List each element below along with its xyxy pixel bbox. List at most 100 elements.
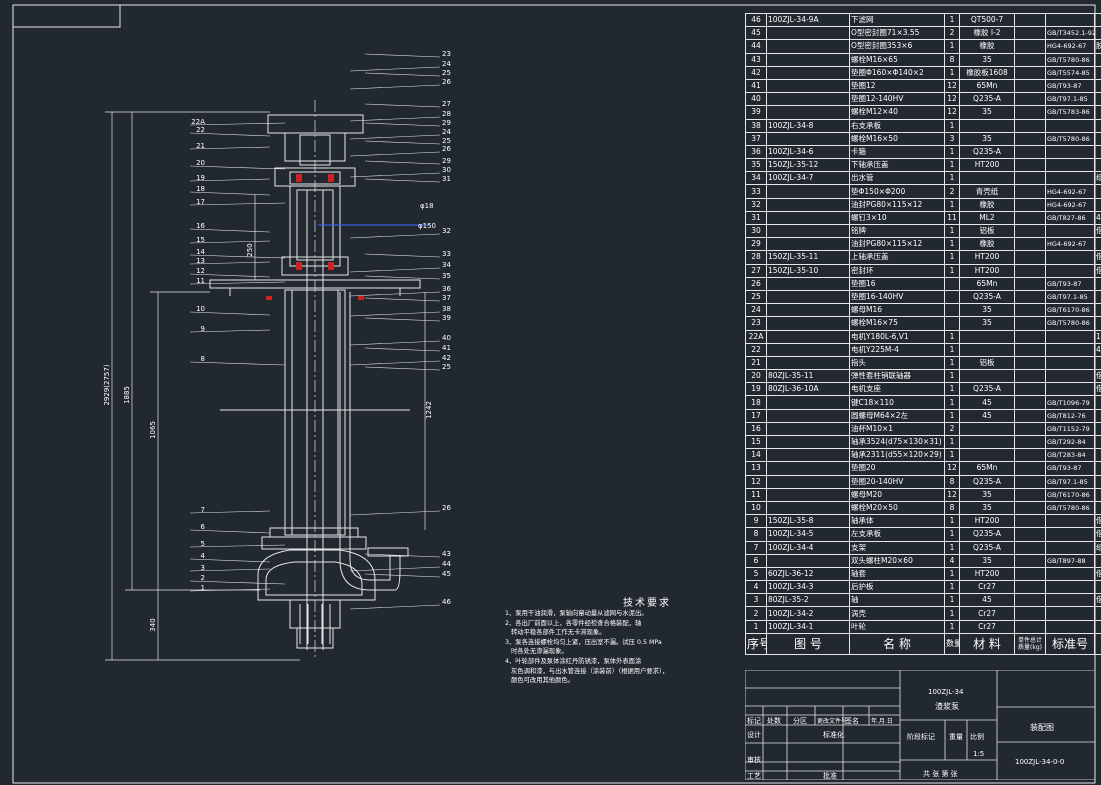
bom-cell-qty: 1 bbox=[944, 171, 960, 186]
note-line: 转动平稳各部件工作无卡滞现象。 bbox=[505, 629, 606, 637]
bom-cell-wt bbox=[1014, 580, 1046, 595]
balloon-label: 4 bbox=[201, 552, 206, 560]
dim-1065: 1065 bbox=[149, 421, 157, 439]
bom-cell-mat: 45 bbox=[959, 593, 1015, 608]
bom-cell-std: GB/T292-84 bbox=[1045, 434, 1095, 450]
bom-cell-rem: 借用 bbox=[1094, 566, 1101, 582]
leader-line bbox=[349, 510, 441, 516]
bom-cell-dwg bbox=[766, 434, 850, 450]
balloon-label: 44 bbox=[442, 560, 451, 568]
bom-cell-mat: 青壳纸 bbox=[959, 184, 1015, 199]
bom-cell-std bbox=[1045, 250, 1095, 265]
balloon-label: 24 bbox=[442, 60, 451, 68]
bom-cell-mat bbox=[959, 342, 1015, 357]
bom-cell-no: 3 bbox=[745, 593, 767, 608]
bom-cell-dwg bbox=[766, 276, 850, 291]
bom-cell-std: GB/T93-87 bbox=[1045, 78, 1095, 94]
balloon-label: 32 bbox=[442, 227, 451, 235]
bom-cell-dwg: 150ZJL-35-8 bbox=[766, 514, 850, 529]
bom-cell-rem: 借用 bbox=[1094, 223, 1101, 239]
dim-phi150: φ150 bbox=[418, 222, 436, 230]
bom-cell-dwg: 100ZJL-34-2 bbox=[766, 606, 850, 621]
bom-cell-rem bbox=[1094, 448, 1101, 463]
bom-cell-mat: 65Mn bbox=[959, 78, 1015, 94]
bom-cell-qty: 12 bbox=[944, 92, 960, 107]
bom-cell-mat: Q235-A bbox=[959, 289, 1015, 305]
bom-cell-rem: 45kW bbox=[1094, 342, 1101, 357]
bom-cell-no: 1 bbox=[745, 619, 767, 634]
bom-cell-qty: 11 bbox=[944, 210, 960, 226]
leader-line bbox=[364, 140, 441, 145]
leader-line bbox=[189, 254, 286, 259]
bom-cell-rem bbox=[1094, 355, 1101, 371]
leader-line bbox=[189, 580, 286, 585]
bom-cell-no: 44 bbox=[745, 39, 767, 54]
balloon-label: 28 bbox=[442, 110, 451, 118]
bom-cell-name: 下滤网 bbox=[849, 12, 945, 28]
bom-cell-dwg bbox=[766, 448, 850, 463]
bom-cell-wt bbox=[1014, 606, 1046, 621]
bom-cell-name: 叶轮 bbox=[849, 619, 945, 634]
balloon-label: 38 bbox=[442, 305, 451, 313]
bom-cell-qty: 12 bbox=[944, 461, 960, 476]
bom-cell-rem: 胶拌 bbox=[1094, 39, 1101, 54]
bom-cell-wt bbox=[1014, 171, 1046, 186]
notes-list: 1、泵用干油润滑，泵轴向窜动量从滤网与水泥出。2、各出厂前面以上，各零件经检查合… bbox=[505, 609, 735, 686]
dim-340: 340 bbox=[149, 618, 157, 631]
bom-cell-dwg: 60ZJL-36-12 bbox=[766, 566, 850, 582]
bom-cell-name: 轴承2311(d55×120×29) bbox=[849, 448, 945, 463]
bom-cell-qty: 8 bbox=[944, 500, 960, 516]
bom-cell-wt bbox=[1014, 237, 1046, 252]
bom-cell-std bbox=[1045, 514, 1095, 529]
bom-cell-qty: 1 bbox=[944, 566, 960, 582]
bom-cell-qty bbox=[944, 316, 960, 331]
bom-cell-no: 22A bbox=[745, 329, 767, 344]
bom-cell-rem: 组件 bbox=[1094, 171, 1101, 186]
balloon-label: 10 bbox=[196, 305, 205, 313]
balloon-label: 8 bbox=[201, 355, 205, 363]
bom-cell-dwg bbox=[766, 316, 850, 331]
bom-cell-std bbox=[1045, 263, 1095, 278]
leader-line bbox=[349, 267, 441, 273]
bom-cell-name: 螺栓M12×40 bbox=[849, 105, 945, 120]
balloon-label: 7 bbox=[201, 506, 205, 514]
bom-cell-no: 43 bbox=[745, 52, 767, 67]
leader-line bbox=[364, 122, 441, 127]
hdr-std: 标准号 bbox=[1045, 632, 1095, 655]
bom-cell-qty bbox=[944, 276, 960, 291]
bom-cell-rem: 4+7 bbox=[1094, 210, 1101, 226]
bom-cell-dwg bbox=[766, 105, 850, 120]
note-line: 灰色调和漆，与出水管连接（涂装前）（根据用户要求）， bbox=[505, 667, 669, 675]
bom-cell-name: 电机支座 bbox=[849, 382, 945, 397]
bom-cell-mat: Q235-A bbox=[959, 92, 1015, 107]
bom-cell-std bbox=[1045, 171, 1095, 186]
leader-line bbox=[364, 553, 441, 558]
bom-cell-rem bbox=[1094, 434, 1101, 450]
bom-cell-name: 轴套 bbox=[849, 566, 945, 582]
bom-cell-std: GB/T3452.1-92 bbox=[1045, 26, 1095, 41]
hdr-rem: 备注 bbox=[1094, 632, 1101, 655]
bom-cell-no: 14 bbox=[745, 448, 767, 463]
bom-cell-name: 垫Φ150×Φ200 bbox=[849, 184, 945, 199]
bom-cell-dwg bbox=[766, 329, 850, 344]
leader-line bbox=[189, 544, 286, 548]
bom-cell-wt bbox=[1014, 448, 1046, 463]
balloon-label: 25 bbox=[442, 363, 451, 371]
bom-cell-wt bbox=[1014, 276, 1046, 291]
bom-cell-mat: Cr27 bbox=[959, 580, 1015, 595]
leader-line bbox=[189, 240, 271, 244]
bom-cell-std: GB/T5780-86 bbox=[1045, 131, 1095, 146]
bom-cell-std: HG4-692-67 bbox=[1045, 184, 1095, 199]
bom-cell-mat bbox=[959, 369, 1015, 384]
bom-cell-std: GB/T97.1-85 bbox=[1045, 289, 1095, 305]
